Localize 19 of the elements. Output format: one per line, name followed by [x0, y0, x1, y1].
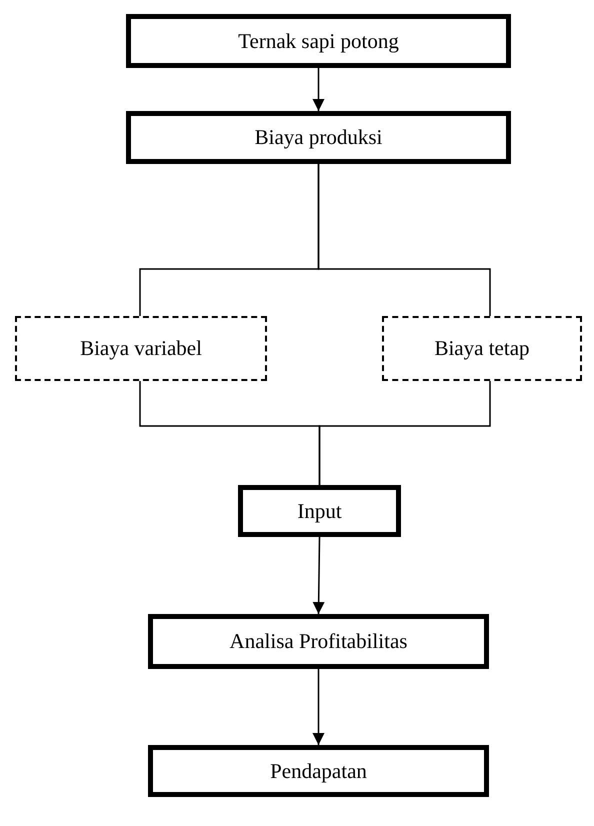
process-box — [148, 614, 489, 669]
box-label: Analisa Profitabilitas — [230, 629, 408, 654]
arrow — [312, 536, 325, 614]
box-label: Biaya produksi — [254, 125, 382, 150]
box-label: Pendapatan — [270, 758, 367, 784]
arrow — [312, 669, 324, 745]
process-box — [148, 745, 489, 797]
box-label: Input — [297, 498, 342, 524]
process-box — [126, 111, 511, 164]
dashed-box — [15, 316, 267, 381]
connector-line — [318, 381, 491, 485]
process-box — [238, 485, 401, 537]
arrow — [312, 68, 324, 111]
box-label: Biaya tetap — [434, 336, 530, 361]
dashed-box — [382, 316, 582, 381]
connector-line — [318, 164, 491, 316]
box-label: Ternak sapi potong — [238, 28, 399, 54]
process-box — [126, 14, 511, 68]
box-label: Biaya variabel — [80, 336, 202, 361]
